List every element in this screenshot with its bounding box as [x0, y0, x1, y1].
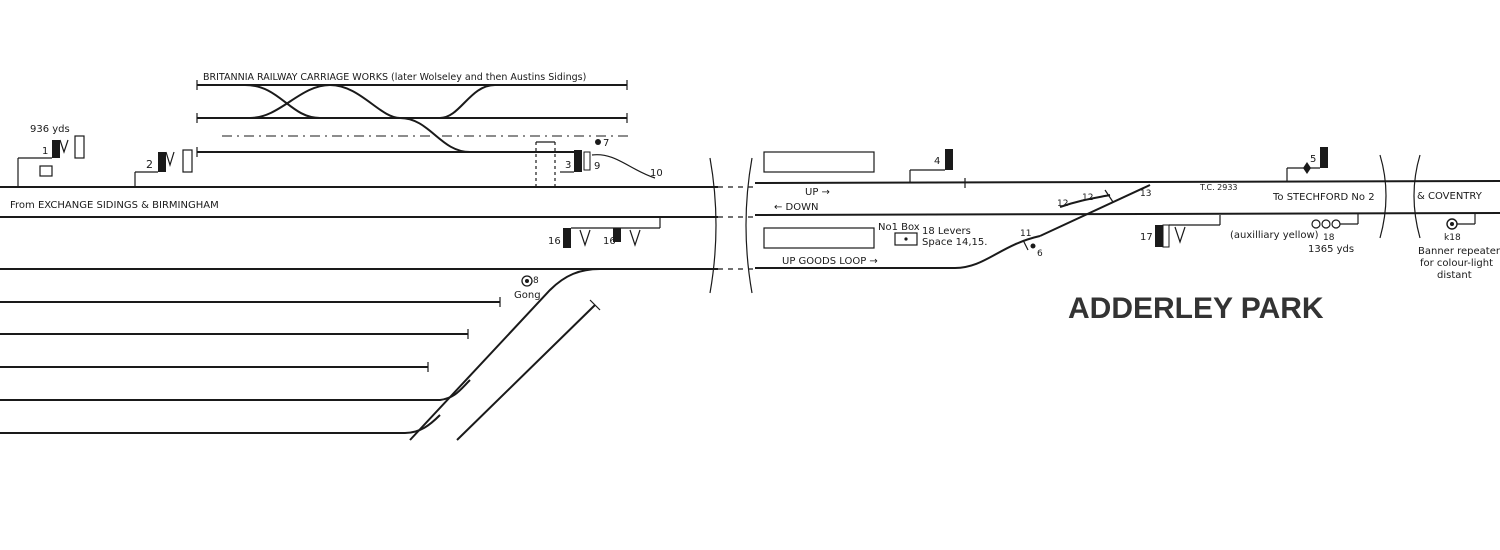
signal-2: [134, 149, 193, 187]
siding-d: [0, 379, 471, 401]
up-main-right: [754, 180, 1500, 184]
fan-road: [409, 268, 601, 441]
signal-4-label: 4: [934, 156, 940, 167]
banner-ref-label: k18: [1444, 233, 1461, 243]
banner-repeater: [1446, 214, 1476, 230]
down-main-right: [754, 212, 1500, 216]
to-stechford-label: To STECHFORD No 2: [1272, 192, 1375, 203]
signal-12b-label: 12: [1082, 193, 1093, 203]
box-spare: Space 14,15.: [922, 237, 987, 248]
signal-17: [1155, 215, 1221, 248]
siding-e: [0, 414, 441, 434]
platform-up: [763, 151, 875, 173]
signal-5: [1286, 147, 1328, 181]
signal-16: [563, 217, 661, 248]
trap-12: [1059, 194, 1111, 208]
platform-down: [763, 227, 875, 249]
signal-6-label: 6: [1037, 249, 1043, 259]
page-title: ADDERLEY PARK: [1068, 292, 1324, 325]
down-label: ← DOWN: [774, 202, 819, 213]
loop-connection: [1039, 184, 1151, 237]
up-goods-loop-label: UP GOODS LOOP →: [782, 256, 878, 267]
signal-2-label: 2: [146, 158, 153, 171]
gong-label: Gong: [514, 290, 541, 301]
signal-5-label: 5: [1310, 154, 1316, 165]
signal-18: [1311, 214, 1359, 229]
from-label: From EXCHANGE SIDINGS & BIRMINGHAM: [10, 200, 219, 211]
distance-1365: 1365 yds: [1308, 244, 1354, 255]
crossover-3: [329, 84, 401, 119]
banner-label-2: for colour-light: [1420, 258, 1493, 269]
signal-11-label: 11: [1020, 229, 1031, 239]
distance-936: 936 yds: [30, 124, 70, 135]
banner-label-1: Banner repeater: [1418, 246, 1500, 257]
signal-3: [535, 139, 656, 187]
signal-8-label: 8: [533, 276, 539, 286]
signal-17-label: 17: [1140, 232, 1153, 243]
works-label: BRITANNIA RAILWAY CARRIAGE WORKS (later …: [203, 72, 586, 83]
signal-1-label: 1: [42, 146, 48, 157]
fan-road-2: [456, 304, 596, 441]
signal-6: [1022, 239, 1036, 251]
signal-10-label: 10: [650, 168, 663, 179]
banner-label-3: distant: [1437, 270, 1472, 281]
break-marks: [709, 154, 1421, 294]
signal-16b-label: 16: [603, 236, 616, 247]
signal-13-label: 13: [1140, 189, 1151, 199]
track-circuit-label: T.C. 2933: [1199, 183, 1238, 192]
box-levers: 18 Levers: [922, 226, 971, 237]
crossover-4: [439, 84, 496, 119]
signal-1: [17, 135, 85, 187]
crossover-2: [249, 84, 331, 119]
crossover-1: [244, 84, 321, 119]
signal-7-label: 7: [603, 138, 609, 149]
signal-12a-label: 12: [1057, 199, 1068, 209]
up-goods-loop-right: [755, 235, 1041, 269]
box-name: No1 Box: [878, 222, 920, 233]
up-label: UP →: [805, 187, 830, 198]
signal-9-label: 9: [594, 161, 600, 172]
signal-16a-label: 16: [548, 236, 561, 247]
aux-yellow-label: (auxilliary yellow): [1230, 230, 1319, 241]
signal-4: [909, 149, 966, 188]
signal-18-label: 18: [1323, 233, 1335, 243]
gong: [521, 275, 533, 287]
signal-3-label: 3: [565, 160, 571, 171]
coventry-label: & COVENTRY: [1417, 191, 1483, 202]
crossover-5: [399, 117, 471, 153]
signal-box: [894, 232, 918, 246]
